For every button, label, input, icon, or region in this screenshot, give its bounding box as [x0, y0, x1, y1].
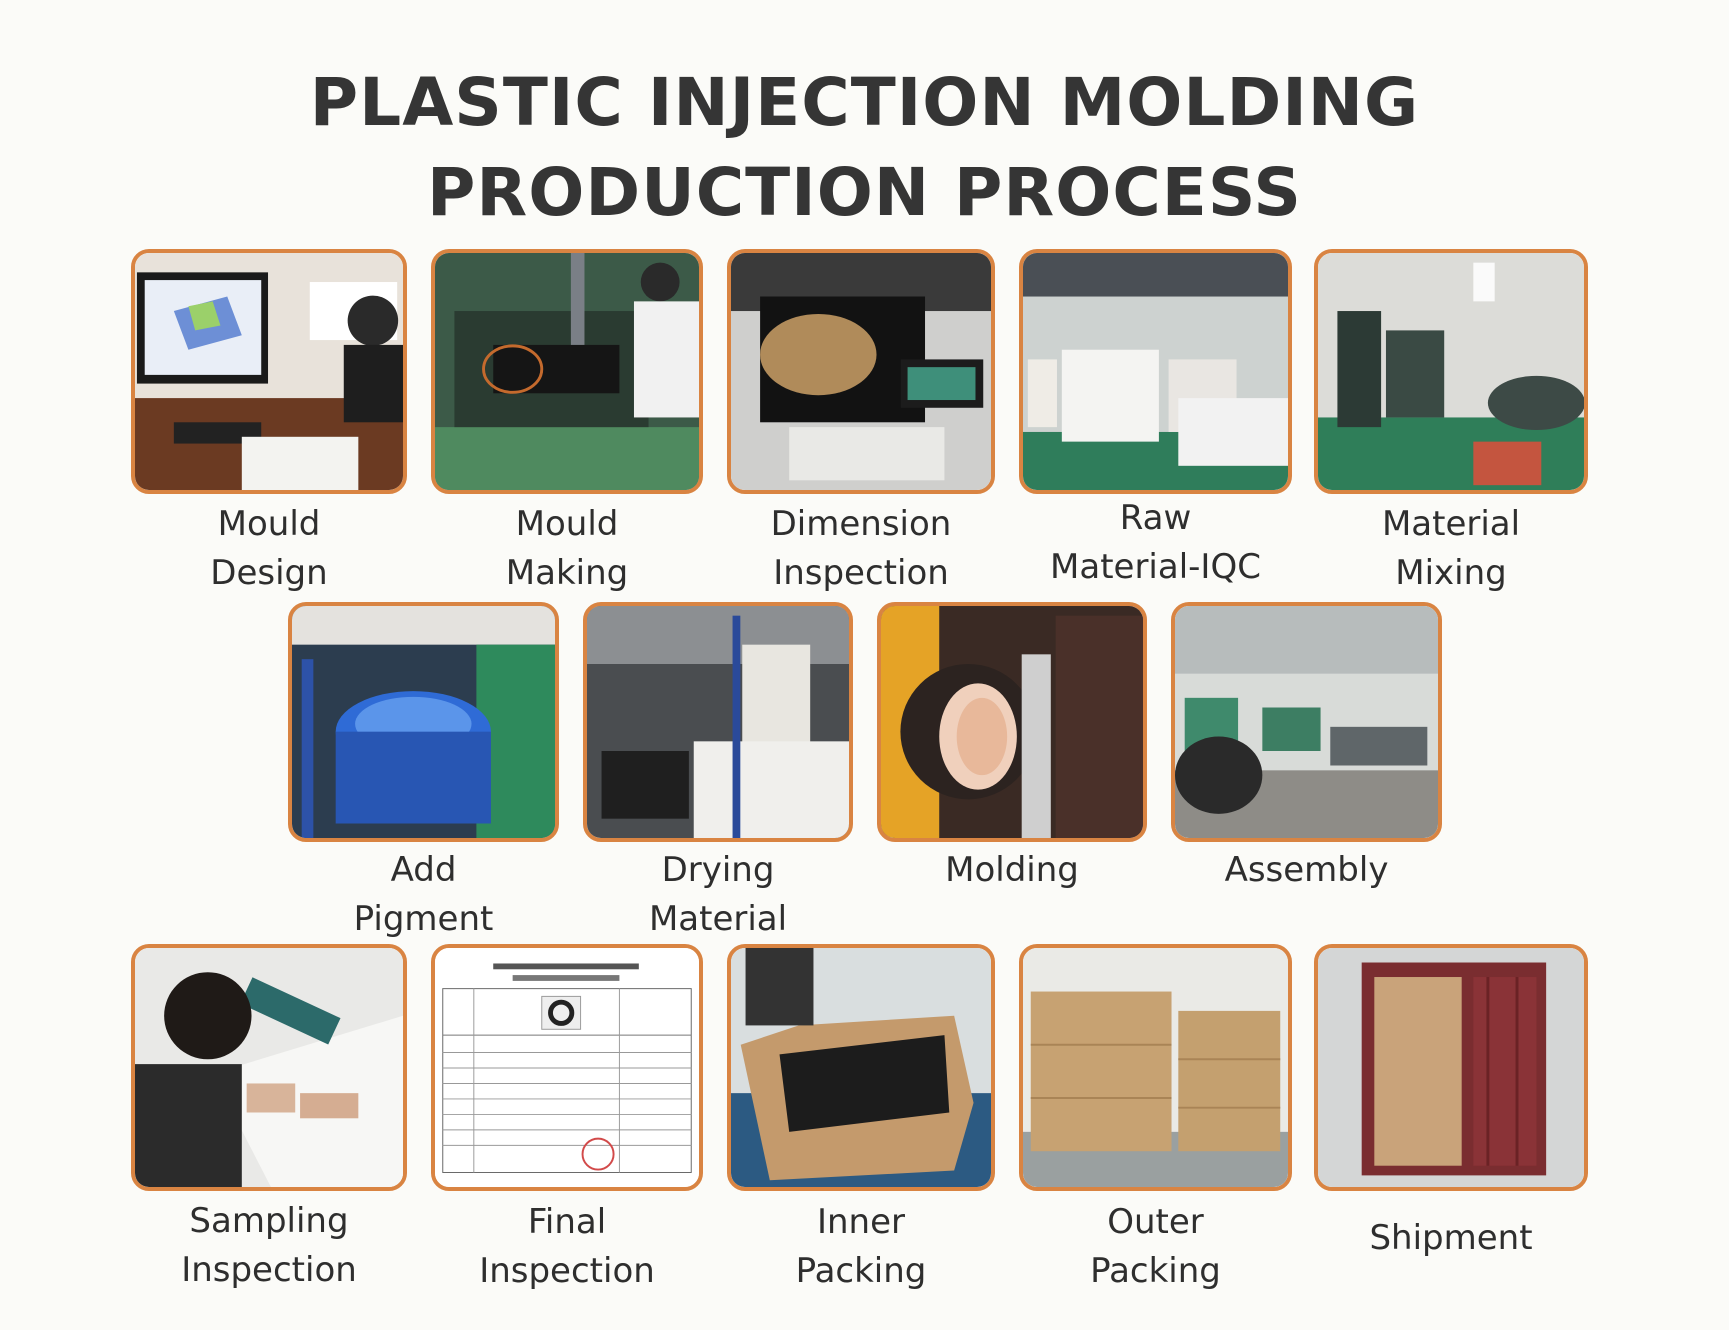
mould-making-photo: [431, 249, 703, 494]
molding-label: Molding: [945, 850, 1079, 890]
title-line-1: PLASTIC INJECTION MOLDING: [309, 64, 1420, 141]
sampling-inspection-photo: [131, 944, 407, 1191]
material-mixing-photo: [1314, 249, 1588, 494]
final-inspection-photo: [431, 944, 703, 1191]
inner-packing-photo: [727, 944, 995, 1191]
mould-making-label: Mould Making: [505, 504, 629, 593]
dimension-inspection-label: Dimension Inspection: [770, 504, 952, 593]
add-pigment-label: Add Pigment: [353, 850, 494, 939]
final-inspection-label: Final Inspection: [479, 1202, 655, 1291]
molding-photo: [877, 602, 1147, 842]
shipment-label: Shipment: [1369, 1218, 1533, 1258]
assembly-photo: [1171, 602, 1442, 842]
dimension-inspection-photo: [727, 249, 995, 494]
material-mixing-label: Material Mixing: [1381, 504, 1521, 593]
sampling-inspection-label: Sampling Inspection: [181, 1201, 357, 1290]
page-title: PLASTIC INJECTION MOLDING PRODUCTION PRO…: [0, 58, 1729, 238]
outer-packing-photo: [1019, 944, 1292, 1191]
assembly-label: Assembly: [1224, 850, 1389, 890]
outer-packing-label: Outer Packing: [1090, 1202, 1221, 1291]
drying-material-photo: [583, 602, 853, 842]
inner-packing-label: Inner Packing: [795, 1202, 927, 1291]
title-line-2: PRODUCTION PROCESS: [427, 154, 1302, 231]
raw-material-iqc-photo: [1019, 249, 1292, 494]
add-pigment-photo: [288, 602, 559, 842]
shipment-photo: [1314, 944, 1588, 1191]
mould-design-photo: [131, 249, 407, 494]
raw-material-iqc-label: Raw Material-IQC: [1050, 498, 1261, 587]
mould-design-label: Mould Design: [210, 504, 328, 593]
drying-material-label: Drying Material: [648, 850, 788, 939]
